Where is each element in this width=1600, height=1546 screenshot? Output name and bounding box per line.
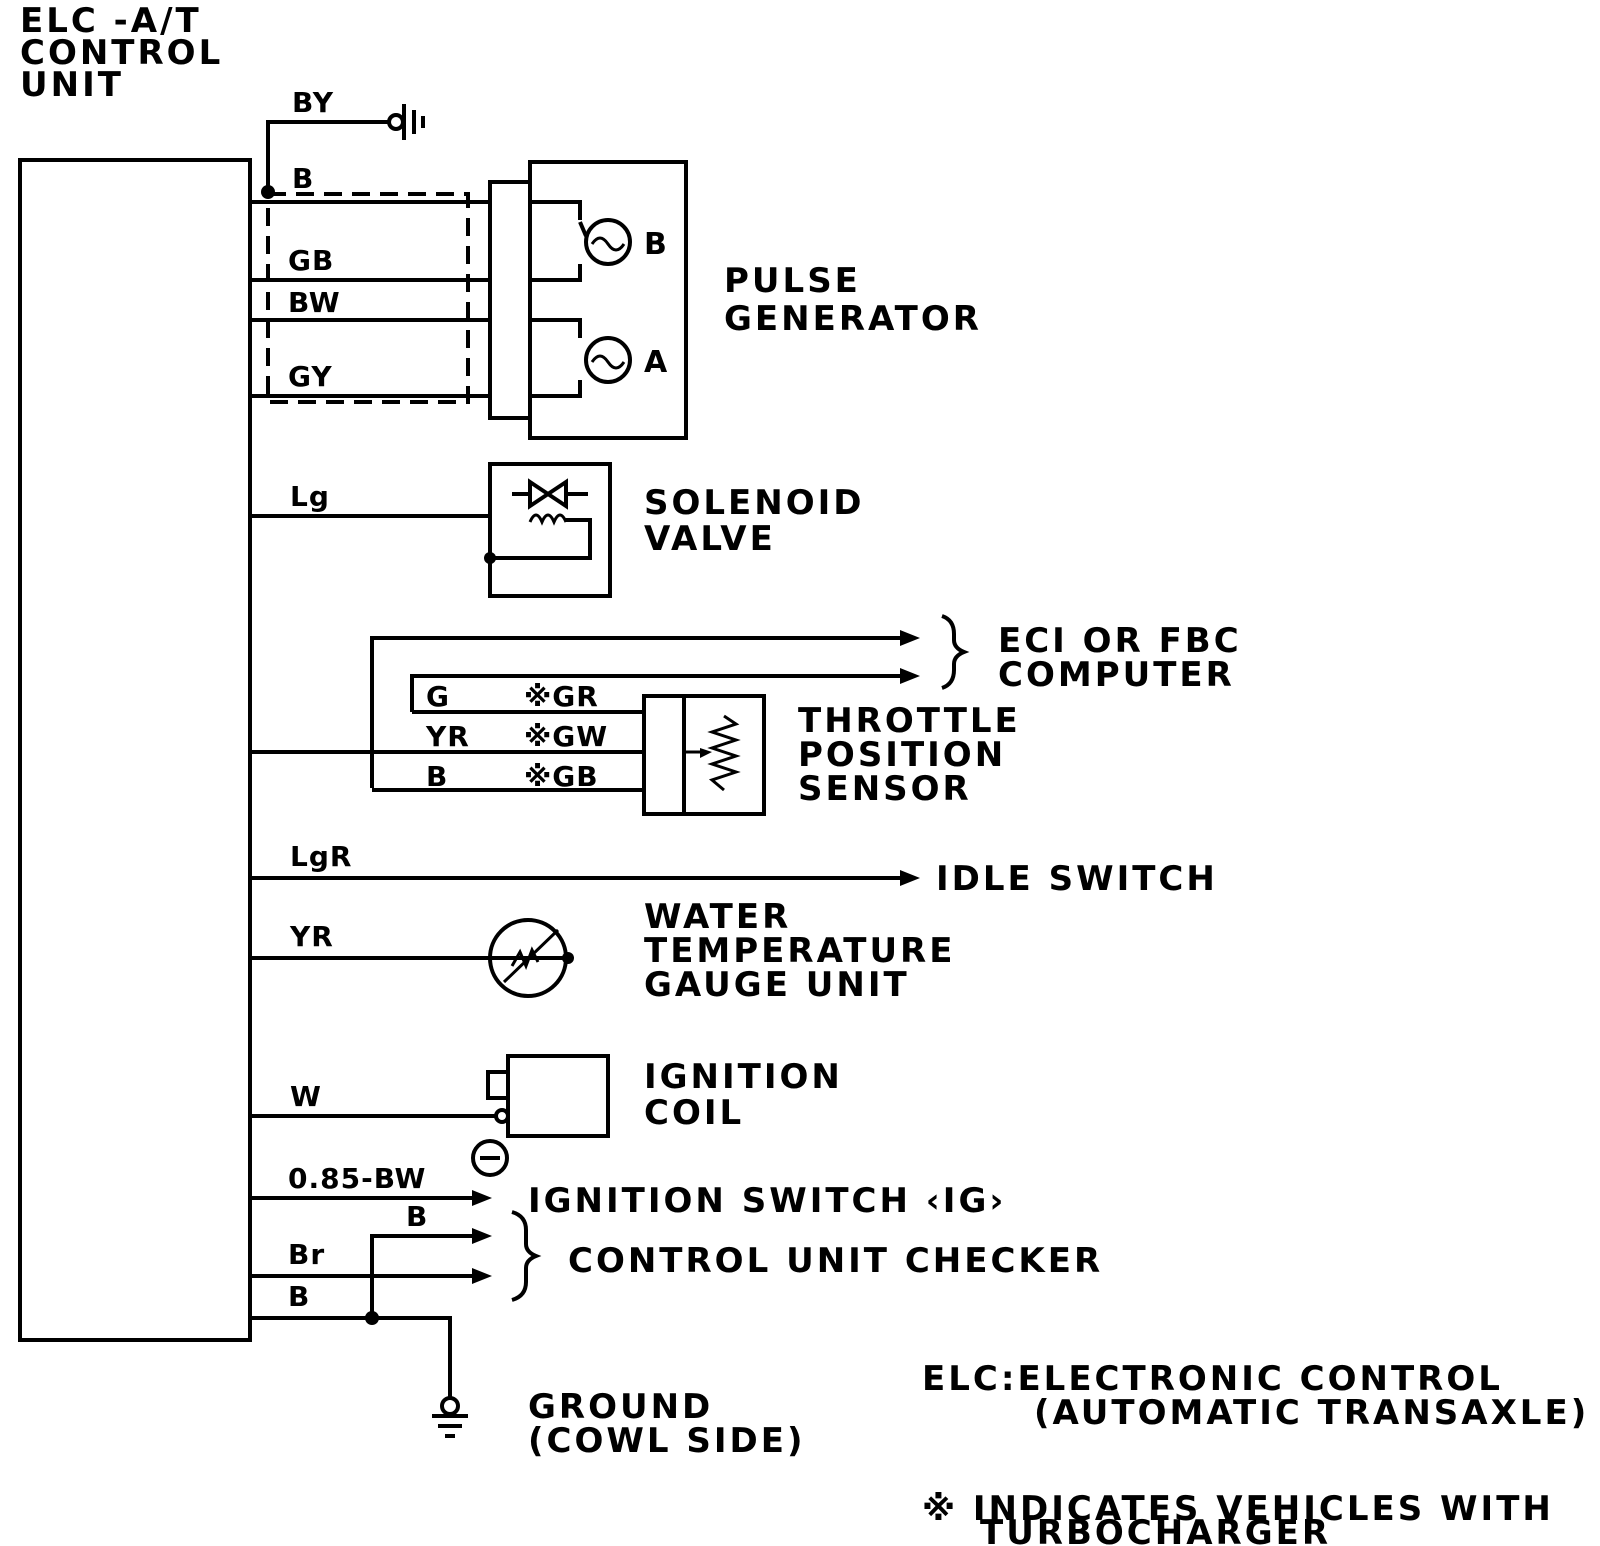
ground-label-1: GROUND [528, 1387, 713, 1427]
ignition-arrow [472, 1190, 492, 1206]
checker-lines [250, 1210, 542, 1400]
shield-dashed-outline [266, 192, 470, 404]
computer-label-1: ECI OR FBC [998, 621, 1242, 661]
coil-b-label: B [644, 227, 669, 262]
pg-wire-label-b: B [292, 162, 314, 195]
tps-turbo-label-gr: ※GR [524, 680, 599, 713]
water-temp-wire-label: YR [289, 920, 334, 953]
control-unit-title-line-3: UNIT [20, 65, 124, 105]
coil-label-2: COIL [644, 1093, 744, 1133]
ignition-switch-line [250, 1190, 492, 1206]
potentiometer-icon [707, 714, 741, 792]
tps-connector [642, 694, 686, 816]
ground-label-2: (COWL SIDE) [528, 1421, 806, 1461]
idle-switch-line [250, 870, 920, 886]
turbo-note-line-1: ※ INDICATES VEHICLES WITH [922, 1489, 1554, 1529]
pg-wire-label-gb: GB [288, 244, 334, 277]
checker-wire-label-b-top: B [406, 1200, 428, 1233]
idle-switch-label: IDLE SWITCH [936, 859, 1218, 899]
computer-brace [941, 614, 970, 690]
pg-connector [488, 180, 532, 420]
top-ground: BY [266, 86, 425, 190]
tps-wire-label-yr: YR [425, 720, 470, 753]
tps-housing [682, 694, 766, 816]
water-temp-label-2: TEMPERATURE [644, 931, 955, 971]
checker-arrow-1 [472, 1228, 492, 1244]
solenoid-wire-label: Lg [290, 480, 330, 513]
tps-turbo-label-gw: ※GW [524, 720, 608, 753]
elc-note-line-1: ELC:ELECTRONIC CONTROL [922, 1359, 1503, 1399]
idle-arrow [900, 870, 920, 886]
control-unit-title-line-2: CONTROL [20, 33, 223, 73]
throttle-sensor: G YR B ※GR ※GW ※GB [250, 680, 766, 816]
solenoid-label-1: SOLENOID [644, 483, 865, 523]
checker-brace [511, 1210, 542, 1302]
control-unit-box [18, 158, 252, 1342]
tps-wire-label-g: G [426, 680, 450, 713]
computer-arrow-1 [900, 630, 920, 646]
pg-wire-label-bw: BW [288, 286, 341, 319]
checker-arrow-2 [472, 1268, 492, 1284]
checker-label: CONTROL UNIT CHECKER [568, 1241, 1103, 1281]
water-temp-label-1: WATER [644, 897, 791, 937]
tps-turbo-label-gb: ※GB [524, 760, 599, 793]
pulse-generator-label-1: PULSE [724, 261, 861, 301]
computer-label-2: COMPUTER [998, 655, 1235, 695]
checker-wire-label-br: Br [288, 1238, 325, 1271]
pulse-generator-label-2: GENERATOR [724, 299, 982, 339]
coil-box [506, 1054, 610, 1138]
water-temp-sensor [250, 918, 574, 998]
ignition-switch-wire-label: 0.85-BW [288, 1162, 426, 1195]
tps-label-3: SENSOR [798, 769, 972, 809]
coil-a-label: A [644, 345, 669, 380]
solenoid-label-2: VALVE [644, 519, 776, 559]
tps-label-1: THROTTLE [798, 701, 1021, 741]
pg-housing [528, 160, 688, 440]
computer-lines [370, 614, 970, 788]
top-ground-wire-label: BY [292, 86, 334, 119]
coil-label-1: IGNITION [644, 1057, 843, 1097]
coil-terminal-top [486, 1070, 510, 1100]
pulse-generator: B GB BW GY B A PULSE GENERATOR [250, 160, 982, 440]
shield-junction-dot [261, 185, 275, 199]
pg-wire-label-gy: GY [288, 360, 333, 393]
computer-arrow-2 [900, 668, 920, 684]
turbo-note-line-2: TURBOCHARGER [980, 1513, 1331, 1546]
ground-icon [432, 1396, 468, 1438]
control-unit-title-line-1: ELC -A/T [20, 1, 202, 41]
idle-wire-label: LgR [290, 840, 352, 873]
elc-note-line-2: (AUTOMATIC TRANSAXLE) [1034, 1393, 1589, 1433]
water-temp-label-3: GAUGE UNIT [644, 965, 910, 1005]
minus-terminal-icon [471, 1139, 509, 1177]
tps-wire-label-b: B [426, 760, 448, 793]
ignition-switch-label: IGNITION SWITCH ‹IG› [528, 1181, 1006, 1221]
checker-wire-label-b: B [288, 1280, 310, 1313]
solenoid-valve: Lg [250, 462, 612, 598]
coil-wire-label: W [290, 1080, 322, 1113]
ignition-coil [250, 1054, 610, 1177]
ground-junction-dot [365, 1311, 379, 1325]
tps-label-2: POSITION [798, 735, 1006, 775]
